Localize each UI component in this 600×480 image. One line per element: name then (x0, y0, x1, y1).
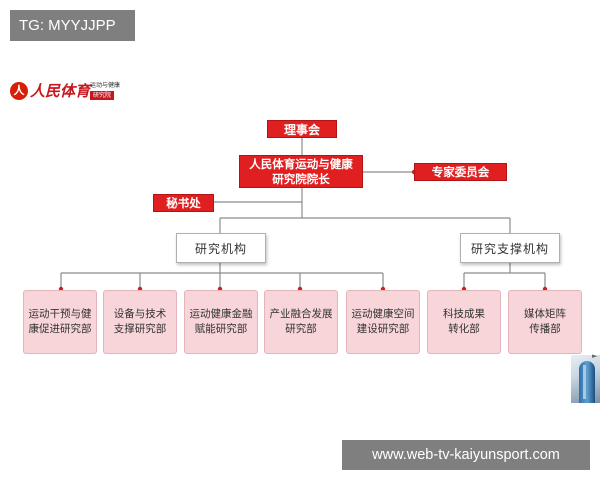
support-group-box: 研究支撑机构 (460, 233, 560, 263)
dept-box-2: 设备与技术支撑研究部 (103, 290, 177, 354)
support-dept-2-line-1: 媒体矩阵 (524, 308, 566, 320)
chevron-right-icon[interactable]: ► (592, 352, 598, 360)
building-glare (583, 365, 586, 399)
watermark-top: TG: MYYJJPP (10, 10, 135, 41)
logo: 人 人民体育 运动与健康 研究院 (10, 80, 120, 104)
director-box: 人民体育运动与健康 研究院院长 (239, 155, 363, 188)
dept-box-4: 产业融合发展研究部 (264, 290, 338, 354)
logo-emblem-icon: 人 (10, 82, 28, 100)
support-dept-2-line-2: 传播部 (529, 323, 561, 335)
dept-3-line-2: 赋能研究部 (194, 323, 248, 335)
dept-box-1: 运动干预与健康促进研究部 (23, 290, 97, 354)
dept-3-line-1: 运动健康金融 (189, 308, 253, 320)
dept-5-line-2: 建设研究部 (356, 323, 410, 335)
watermark-bottom: www.web-tv-kaiyunsport.com (342, 440, 590, 470)
logo-name: 人民体育 (30, 82, 91, 100)
dept-4-line-1: 产业融合发展 (269, 308, 333, 320)
building-photo (571, 355, 600, 403)
director-line-1: 人民体育运动与健康 (249, 156, 353, 171)
director-line-2: 研究院院长 (272, 171, 330, 186)
dept-2-line-2: 支撑研究部 (113, 323, 167, 335)
dept-1-line-2: 康促进研究部 (28, 323, 92, 335)
support-dept-box-2: 媒体矩阵传播部 (508, 290, 582, 354)
board-box: 理事会 (267, 120, 337, 138)
dept-1-line-1: 运动干预与健 (28, 308, 92, 320)
dept-4-line-2: 研究部 (285, 323, 317, 335)
dept-2-line-1: 设备与技术 (113, 308, 167, 320)
support-dept-1-line-2: 转化部 (448, 323, 480, 335)
building-tower (579, 361, 595, 403)
dept-box-3: 运动健康金融赋能研究部 (184, 290, 258, 354)
support-dept-1-line-1: 科技成果 (443, 308, 485, 320)
dept-5-line-1: 运动健康空间 (351, 308, 415, 320)
support-dept-box-1: 科技成果转化部 (427, 290, 501, 354)
logo-subtitle: 运动与健康 (90, 82, 121, 89)
dept-box-5: 运动健康空间建设研究部 (346, 290, 420, 354)
logo-badge: 研究院 (90, 91, 115, 100)
experts-box: 专家委员会 (414, 163, 507, 181)
secretariat-box: 秘书处 (153, 194, 214, 212)
research-group-box: 研究机构 (176, 233, 266, 263)
